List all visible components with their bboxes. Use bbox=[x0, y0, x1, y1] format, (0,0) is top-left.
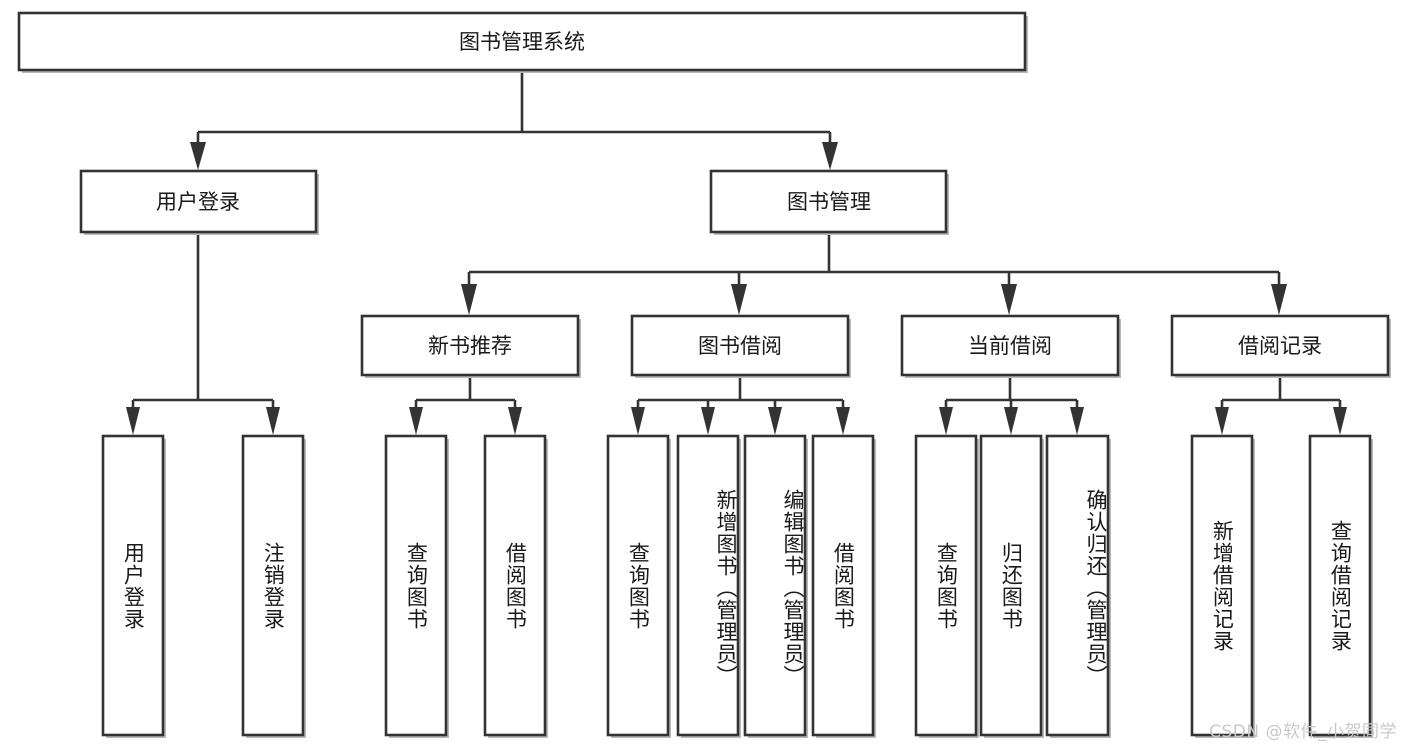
arrow-head-leaf-query-book-borrow bbox=[631, 407, 645, 435]
node-root-rect bbox=[17, 11, 1027, 72]
node-borrow-records[interactable]: 借阅记录 bbox=[1170, 314, 1391, 378]
node-leaf-query-book-recommend[interactable] bbox=[384, 434, 449, 738]
node-leaf-borrow-book[interactable] bbox=[811, 434, 876, 738]
arrow-head-leaf-add-borrow-record bbox=[1215, 407, 1229, 435]
node-leaf-user-login[interactable] bbox=[101, 434, 166, 738]
node-current-borrow-label: 当前借阅 bbox=[968, 334, 1052, 358]
node-book-borrow-rect bbox=[630, 314, 850, 377]
connector-user-login-to-leaves bbox=[126, 232, 280, 435]
node-leaf-confirm-return-admin-rect bbox=[1045, 434, 1110, 737]
node-leaf-query-book-borrow-rect bbox=[606, 434, 670, 737]
node-book-management[interactable]: 图书管理 bbox=[709, 169, 949, 235]
node-leaf-add-borrow-record[interactable] bbox=[1190, 434, 1255, 738]
arrow-head-leaf-user-login bbox=[126, 407, 140, 435]
arrow-head-borrow-records bbox=[1271, 284, 1287, 315]
node-leaf-return-book[interactable] bbox=[979, 434, 1044, 738]
node-book-management-label: 图书管理 bbox=[787, 190, 871, 214]
node-book-borrow[interactable]: 图书借阅 bbox=[630, 314, 851, 378]
arrow-head-leaf-return-book bbox=[1004, 407, 1018, 435]
arrow-head-leaf-add-book-admin bbox=[701, 407, 715, 435]
node-leaf-logout-rect bbox=[241, 434, 305, 737]
node-leaf-edit-book-admin-rect bbox=[743, 434, 807, 737]
node-leaf-edit-book-admin[interactable] bbox=[743, 434, 808, 738]
node-leaf-logout[interactable] bbox=[241, 434, 306, 738]
connector-book-management-to-level3 bbox=[461, 232, 1287, 315]
arrow-head-current-borrow bbox=[1001, 284, 1017, 315]
node-leaf-borrow-book-rect bbox=[811, 434, 875, 737]
connector-layer bbox=[126, 70, 1347, 435]
connector-book-borrow-to-leaves bbox=[631, 375, 850, 435]
arrow-head-leaf-query-book-current bbox=[939, 407, 953, 435]
node-borrow-records-rect bbox=[1170, 314, 1390, 377]
node-leaf-borrow-book-recommend-rect bbox=[483, 434, 547, 737]
node-root[interactable]: 图书管理系统 bbox=[17, 11, 1028, 73]
node-user-login-rect bbox=[79, 169, 318, 234]
arrow-head-leaf-logout bbox=[266, 407, 280, 435]
arrow-head-book-borrow bbox=[731, 284, 747, 315]
arrow-head-book-management bbox=[822, 142, 838, 170]
node-user-login-label: 用户登录 bbox=[156, 190, 240, 214]
arrow-head-new-book bbox=[461, 284, 477, 315]
node-leaf-query-borrow-record[interactable] bbox=[1308, 434, 1373, 738]
node-borrow-records-label: 借阅记录 bbox=[1238, 334, 1322, 358]
node-new-book-recommend[interactable]: 新书推荐 bbox=[360, 314, 581, 378]
node-leaf-query-book-current-rect bbox=[914, 434, 978, 737]
node-book-management-rect bbox=[709, 169, 948, 234]
arrow-head-leaf-edit-book-admin bbox=[768, 407, 782, 435]
arrow-head-leaf-borrow-book-recommend bbox=[508, 407, 522, 435]
node-leaf-query-borrow-record-rect bbox=[1308, 434, 1372, 737]
node-leaf-query-book-recommend-rect bbox=[384, 434, 448, 737]
connector-borrow-records-to-leaves bbox=[1215, 375, 1347, 435]
arrow-head-user-login bbox=[190, 142, 206, 170]
connector-new-book-to-leaves bbox=[409, 375, 522, 435]
connector-current-borrow-to-leaves bbox=[939, 375, 1084, 435]
arrow-head-leaf-query-book-recommend bbox=[409, 407, 423, 435]
csdn-watermark: CSDN @软件_小贺同学 bbox=[1209, 722, 1397, 742]
node-leaf-borrow-book-recommend[interactable] bbox=[483, 434, 548, 738]
node-leaf-confirm-return-admin[interactable] bbox=[1045, 434, 1111, 738]
node-book-borrow-label: 图书借阅 bbox=[698, 334, 782, 358]
node-leaf-add-book-admin-rect bbox=[676, 434, 740, 737]
node-user-login[interactable]: 用户登录 bbox=[79, 169, 319, 235]
node-root-label: 图书管理系统 bbox=[459, 30, 585, 54]
node-new-book-recommend-rect bbox=[360, 314, 580, 377]
node-leaf-add-borrow-record-rect bbox=[1190, 434, 1254, 737]
node-leaf-add-book-admin[interactable] bbox=[676, 434, 741, 738]
node-leaf-query-book-current[interactable] bbox=[914, 434, 979, 738]
node-new-book-recommend-label: 新书推荐 bbox=[428, 334, 512, 358]
node-current-borrow-rect bbox=[900, 314, 1120, 377]
arrow-head-leaf-borrow-book bbox=[836, 407, 850, 435]
node-leaf-return-book-rect bbox=[979, 434, 1043, 737]
node-current-borrow[interactable]: 当前借阅 bbox=[900, 314, 1121, 378]
node-leaf-query-book-borrow[interactable] bbox=[606, 434, 671, 738]
leaf-box-layer bbox=[101, 434, 1373, 738]
arrow-head-leaf-query-borrow-record bbox=[1333, 407, 1347, 435]
node-leaf-user-login-rect bbox=[101, 434, 165, 737]
arrow-head-leaf-confirm-return-admin bbox=[1070, 407, 1084, 435]
connector-root-to-level2 bbox=[190, 70, 838, 170]
